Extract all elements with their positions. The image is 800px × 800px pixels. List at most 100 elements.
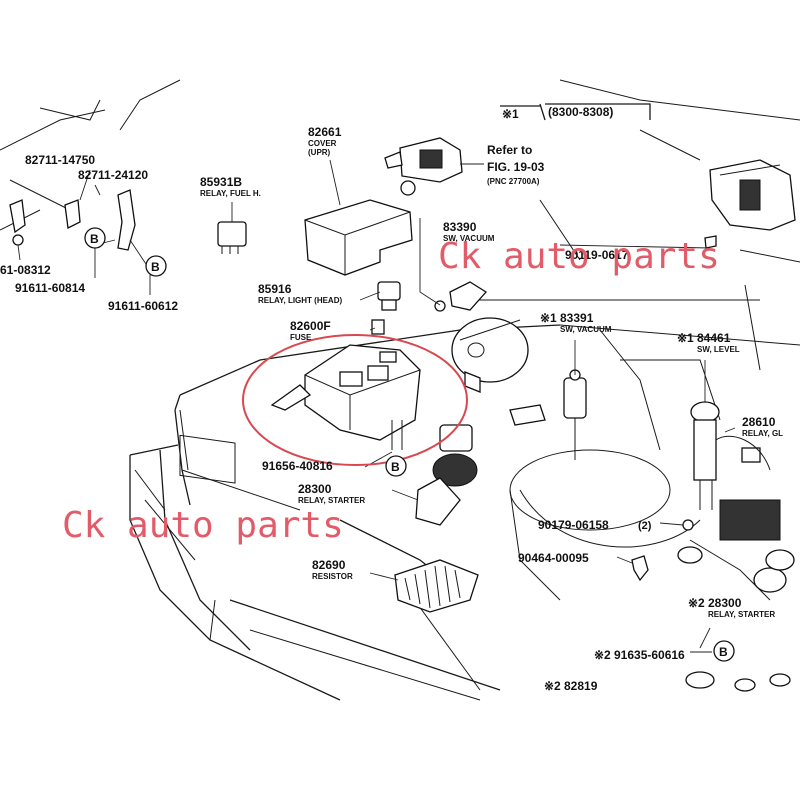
part-description: FUSE (290, 333, 312, 342)
reservoir-top (709, 159, 796, 231)
part-number: 28610 (742, 415, 776, 429)
part-number: 90464-00095 (518, 551, 589, 565)
starter-relay-2 (677, 499, 795, 601)
vacuum-canister (451, 317, 529, 393)
clamp-bracket-right (117, 189, 136, 251)
part-description: RELAY, STARTER (298, 496, 365, 505)
part-label-p-90179: 90179-06158 (2) (538, 518, 652, 532)
part-number: 85931B (200, 175, 242, 189)
upper-cover (304, 199, 413, 276)
vacuum-switch-83391 (509, 369, 587, 460)
fuse (371, 319, 385, 335)
part-number: 91611-60612 (108, 299, 178, 313)
bolt-badge-4: B (713, 640, 735, 662)
part-number: 91611-60814 (15, 281, 85, 295)
part-label-p-91656: 91656-40816 (262, 459, 333, 473)
bolt-badge-1-label: B (90, 232, 99, 246)
relay-block (270, 344, 421, 450)
connector-module (384, 137, 463, 196)
clamp-bracket-mid (64, 199, 81, 229)
bolt-badge-1: B (84, 227, 106, 249)
part-number: 84461 (697, 331, 731, 345)
part-description: RELAY, LIGHT (HEAD) (258, 296, 342, 305)
refer-line2: FIG. 19-03 (487, 160, 545, 174)
part-number: 82711-24120 (78, 168, 148, 182)
clip-90464 (631, 555, 649, 582)
header-code: (8300-8308) (548, 105, 613, 119)
part-number: 90179-06158 (538, 518, 609, 532)
fuel-heater-relay (217, 221, 247, 254)
bolt-badge-4-label: B (719, 645, 728, 659)
part-number: 91656-40816 (262, 459, 333, 473)
part-number: 28300 (708, 596, 742, 610)
bolt-badge-2-label: B (151, 260, 160, 274)
part-description: RELAY, GL (742, 429, 783, 438)
part-description: (UPR) (308, 148, 331, 157)
part-mark: ※1 (540, 311, 557, 325)
part-mark: ※2 (544, 679, 561, 693)
header-mark: ※1 (502, 107, 519, 121)
refer-note: Refer to FIG. 19-03 (PNC 27700A) (460, 143, 545, 186)
clip-90179 (682, 519, 694, 531)
part-description: COVER (308, 139, 337, 148)
part-mark: ※2 (594, 648, 611, 662)
part-number: 82819 (564, 679, 598, 693)
part-number: 90119-0617 (565, 248, 629, 262)
part-label-p-90119: 90119-0617 (565, 248, 629, 262)
part-number: 82661 (308, 125, 342, 139)
part-number: 83391 (560, 311, 594, 325)
part-number: 91635-60616 (614, 648, 685, 662)
part-description: SW, VACUUM (443, 234, 495, 243)
bolt-badge-3: B (385, 455, 407, 477)
clamp-bracket-left (9, 199, 26, 246)
part-description: (2) (638, 520, 652, 532)
vacuum-switch-83390 (434, 281, 487, 312)
part-description: SW, LEVEL (697, 345, 740, 354)
watermark-top: Ck auto parts (438, 236, 720, 277)
part-description: RESISTOR (312, 572, 353, 581)
refer-line1: Refer to (487, 143, 532, 157)
part-number: 82711-14750 (25, 153, 95, 167)
part-number: 83390 (443, 220, 477, 234)
bolt-badge-3-label: B (391, 460, 400, 474)
part-description: RELAY, FUEL H. (200, 189, 261, 198)
starter-relay-1 (415, 424, 478, 526)
part-label-p-90464: 90464-00095 (518, 551, 589, 565)
part-number: 85916 (258, 282, 292, 296)
part-label-p-91611-60814: 91611-60814 (15, 281, 85, 295)
bolt-badge-2: B (145, 255, 167, 277)
resistor (394, 559, 479, 613)
part-number: 61-08312 (0, 263, 51, 277)
refer-line3: (PNC 27700A) (487, 177, 540, 186)
part-description: SW, VACUUM (560, 325, 612, 334)
level-switch (690, 401, 720, 510)
part-label-p-91611-60612: 91611-60612 (108, 299, 178, 313)
part-label-p-82711-14750: 82711-14750 (25, 153, 95, 167)
part-mark: ※2 (688, 596, 705, 610)
bolt-90119 (704, 235, 717, 249)
header-code-box: ※1 (8300-8308) (500, 103, 651, 121)
part-label-p-61-08312: 61-08312 (0, 263, 51, 277)
part-number: 28300 (298, 482, 332, 496)
watermark-bottom: Ck auto parts (62, 505, 344, 546)
relay-28610 (715, 435, 771, 471)
part-label-p-82711-24120: 82711-24120 (78, 168, 148, 182)
part-mark: ※1 (677, 331, 694, 345)
bottom-right-bolts (685, 671, 791, 692)
